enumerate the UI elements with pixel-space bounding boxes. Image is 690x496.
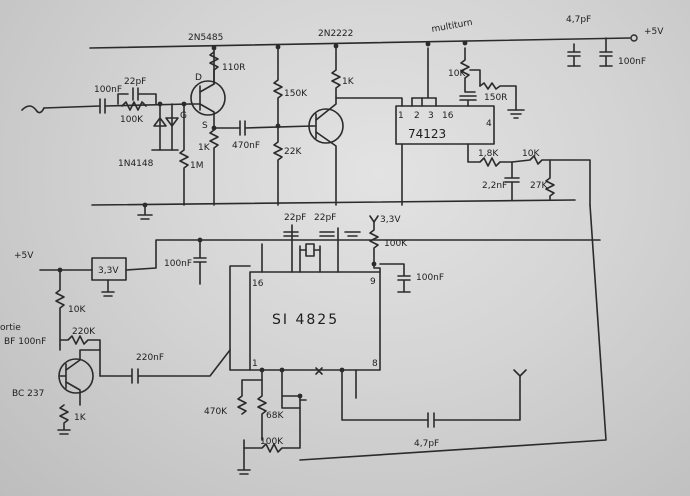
label-pin-8: 8	[372, 359, 378, 369]
label-res-100k-in: 100K	[120, 115, 144, 125]
label-cap-22p: 22pF	[124, 77, 146, 87]
label-cap-4p7: 4,7pF	[414, 439, 439, 449]
label-output-1: ortie	[0, 323, 21, 333]
ic-74123	[395, 105, 495, 145]
label-res-27k: 27K	[530, 181, 548, 191]
label-res-470k: 470K	[204, 407, 228, 417]
label-supply-left: +5V	[14, 251, 34, 261]
label-res-10k-div: 10K	[522, 149, 540, 159]
bjt-bc237-symbol	[58, 358, 94, 394]
ic-si4825	[249, 271, 381, 371]
label-pin-16: 16	[252, 279, 264, 289]
label-pin-9: 9	[370, 277, 376, 287]
label-cap-220n: 220nF	[136, 353, 164, 363]
label-res-220k: 220K	[72, 327, 96, 337]
label-q-jfet: 2N5485	[188, 33, 223, 43]
jfet-symbol	[190, 80, 226, 116]
label-cap-100n-top: 100nF	[618, 57, 646, 67]
label-q-2n2222: 2N2222	[318, 29, 353, 39]
label-cap-22pf-a: 22pF	[284, 213, 306, 223]
label-res-1k-emitter: 1K	[74, 413, 87, 423]
label-res-150r: 150R	[484, 93, 507, 103]
label-ic1-pin1: 1	[398, 111, 404, 121]
label-cap-100n-right: 100nF	[416, 273, 444, 283]
label-cap-470n: 470nF	[232, 141, 260, 151]
label-cap-in: 100nF	[94, 85, 122, 95]
label-pin-d: D	[195, 73, 202, 83]
label-res-1k-source: 1K	[198, 143, 211, 153]
label-res-100k-bottom: 100K	[260, 437, 284, 447]
label-output-2: BF 100nF	[4, 337, 46, 347]
label-res-10k-left: 10K	[68, 305, 86, 315]
label-pin-s: S	[202, 121, 208, 131]
label-ic1: 74123	[408, 127, 446, 141]
label-ic1-pin16: 16	[442, 111, 454, 121]
supply-terminal-top	[630, 34, 638, 42]
label-ic2: SI 4825	[272, 312, 339, 328]
labels: +5V 4,7pF 100nF multiturn 2N5485 2N2222 …	[0, 15, 664, 449]
label-res-1k8: 1,8K	[478, 149, 499, 159]
top-section-wires	[21, 34, 638, 220]
label-pin-g: G	[180, 111, 187, 121]
label-res-1m: 1M	[190, 161, 204, 171]
crystal	[305, 243, 315, 257]
label-res-10k-pot: 10K	[448, 69, 466, 79]
label-ic1-pin2: 2	[414, 111, 420, 121]
label-cap-2n2: 2,2nF	[482, 181, 507, 191]
regulator-box	[91, 257, 127, 281]
label-res-22k: 22K	[284, 147, 302, 157]
label-supply-top: +5V	[644, 27, 664, 37]
label-diode: 1N4148	[118, 159, 154, 169]
label-res-68k: 68K	[266, 411, 284, 421]
label-res-150k: 150K	[284, 89, 308, 99]
label-multiturn: multiturn	[431, 18, 474, 35]
label-cap-22pf-b: 22pF	[314, 213, 336, 223]
label-supply-33: 3,3V	[380, 215, 401, 225]
label-ic1-pin3: 3	[428, 111, 434, 121]
label-pin-1: 1	[252, 359, 258, 369]
label-res-100k-right: 100K	[384, 239, 408, 249]
label-cap-4p7-top: 4,7pF	[566, 15, 591, 25]
label-regulator: 3,3V	[98, 266, 119, 276]
label-ic1-pin4: 4	[486, 119, 492, 129]
label-res-110r: 110R	[222, 63, 245, 73]
bjt-2n2222-symbol	[308, 108, 344, 144]
label-cap-100n-reg: 100nF	[164, 259, 192, 269]
label-q-bc237: BC 237	[12, 389, 44, 399]
label-res-1k-collector: 1K	[342, 77, 355, 87]
bottom-section-wires	[39, 204, 607, 475]
